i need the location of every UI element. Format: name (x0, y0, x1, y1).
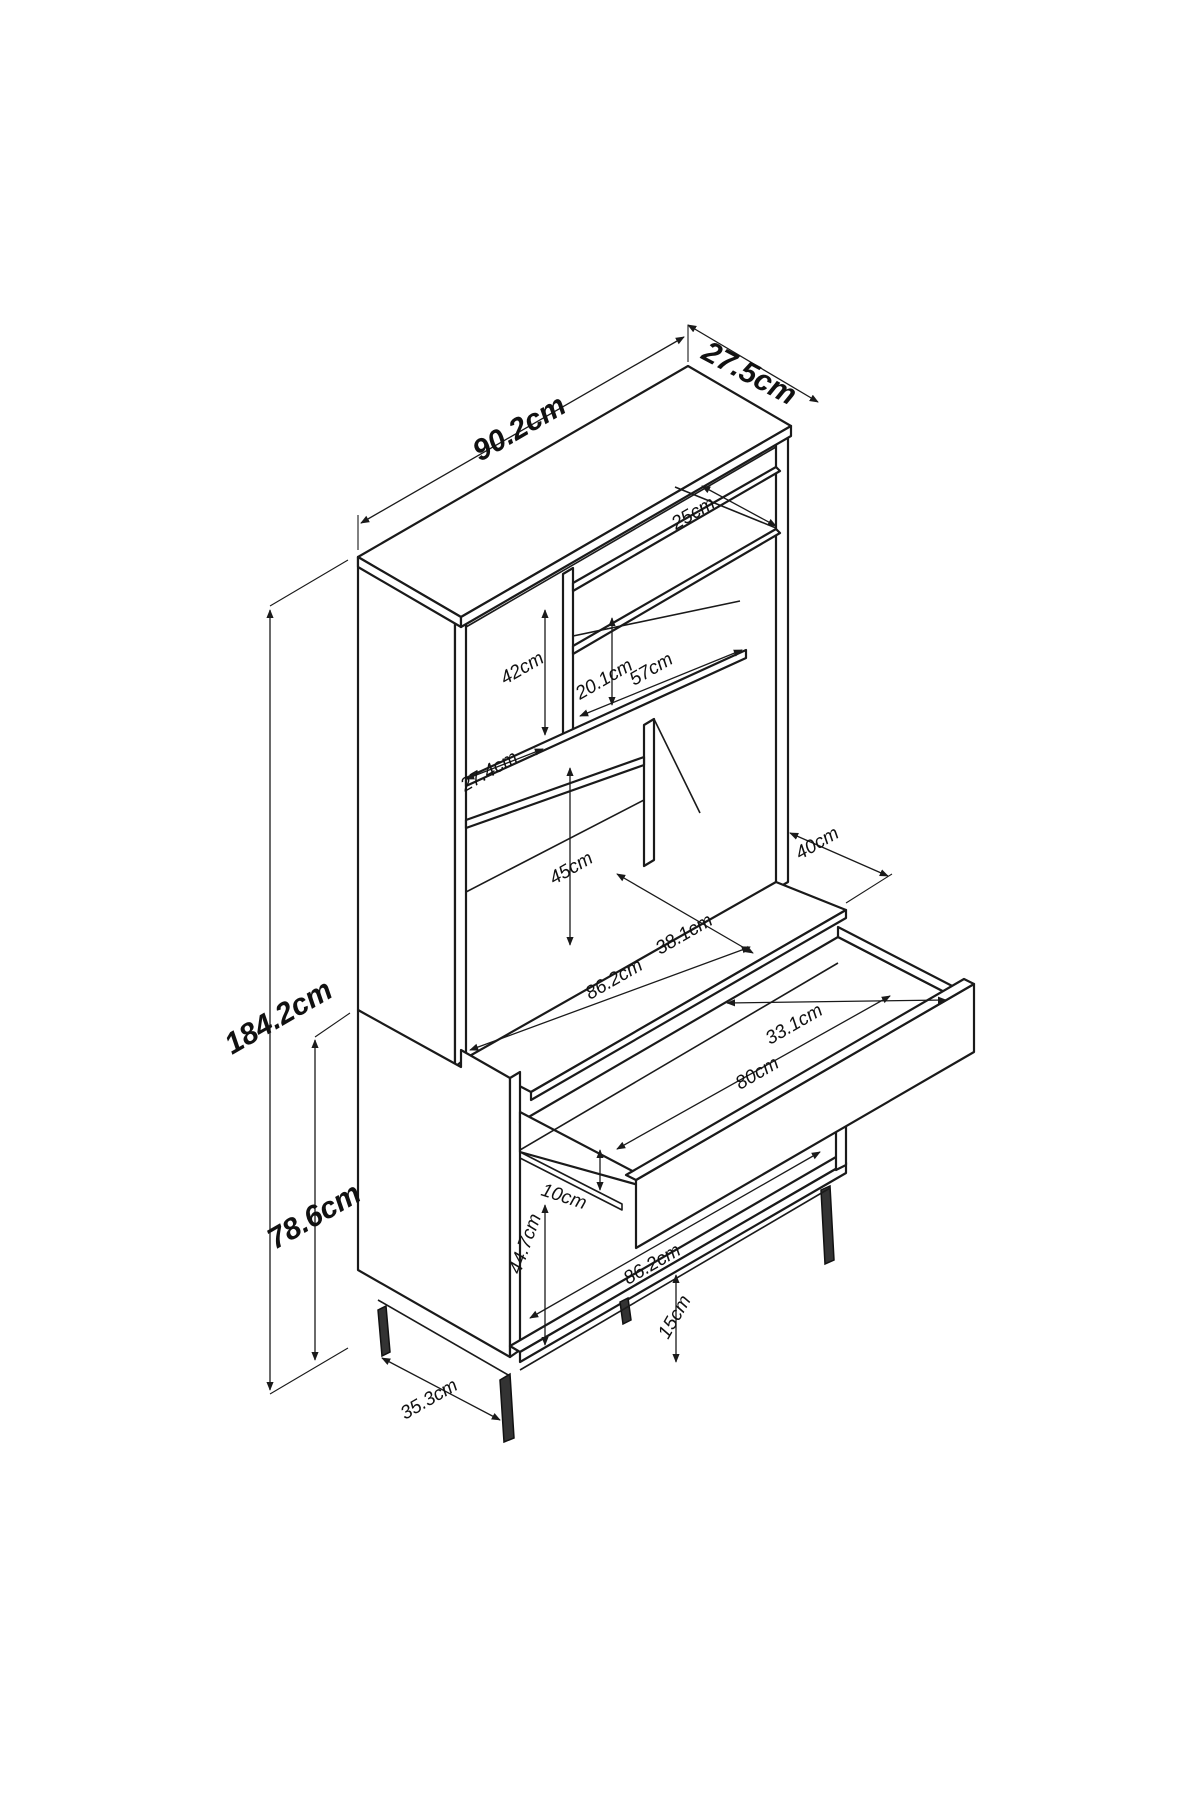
ext-base-top (314, 1012, 351, 1038)
hutch-back-line (465, 446, 777, 628)
middle-right-shelf-back (572, 600, 741, 637)
dim-base-width (529, 1151, 821, 1319)
dim-shelf-width (579, 649, 743, 717)
middle-inner-back (653, 718, 701, 814)
hutch-left-side (356, 555, 457, 1069)
right-side-panel (774, 428, 790, 891)
ext-height-top (269, 559, 349, 607)
dim-depth-top (687, 324, 819, 403)
label-overall-height: 184.2cm (219, 973, 338, 1061)
leg-front-middle (499, 1372, 515, 1444)
lower-left-shelf (464, 755, 646, 830)
label-left-compartment: 42cm (497, 648, 548, 689)
top-board (356, 364, 793, 619)
leg-back-right (820, 1184, 835, 1266)
base-left-front-edge (508, 1070, 522, 1359)
cabinet-drawing (356, 364, 976, 1444)
leg-front-left (377, 1304, 391, 1358)
dim-width-top (360, 336, 685, 524)
dim-left-shelf-depth (465, 748, 544, 780)
ext-height-bottom (269, 1347, 349, 1395)
dim-base-depth (381, 1357, 501, 1421)
label-desk-depth: 40cm (792, 823, 843, 864)
hutch-left-side-front-edge (453, 606, 468, 1069)
lower-left-shelf-back (465, 799, 645, 893)
middle-right-shelf (571, 527, 782, 656)
ext-desk-depth (845, 873, 893, 904)
dim-desk-top-depth (616, 873, 754, 954)
dim-drawer-width (616, 995, 891, 1150)
label-leg-height: 15cm (654, 1292, 695, 1343)
dim-desk-depth (789, 832, 889, 877)
dim-desk-width (469, 946, 751, 1051)
label-drawer-height: 10cm (538, 1180, 589, 1214)
dim-shelf-depth (701, 485, 777, 527)
middle-inner-panel (642, 717, 656, 868)
vertical-divider (561, 566, 575, 743)
label-base-height: 78.6cm (262, 1177, 367, 1256)
dimension-lines (266, 324, 947, 1421)
label-middle-opening: 45cm (546, 848, 597, 889)
